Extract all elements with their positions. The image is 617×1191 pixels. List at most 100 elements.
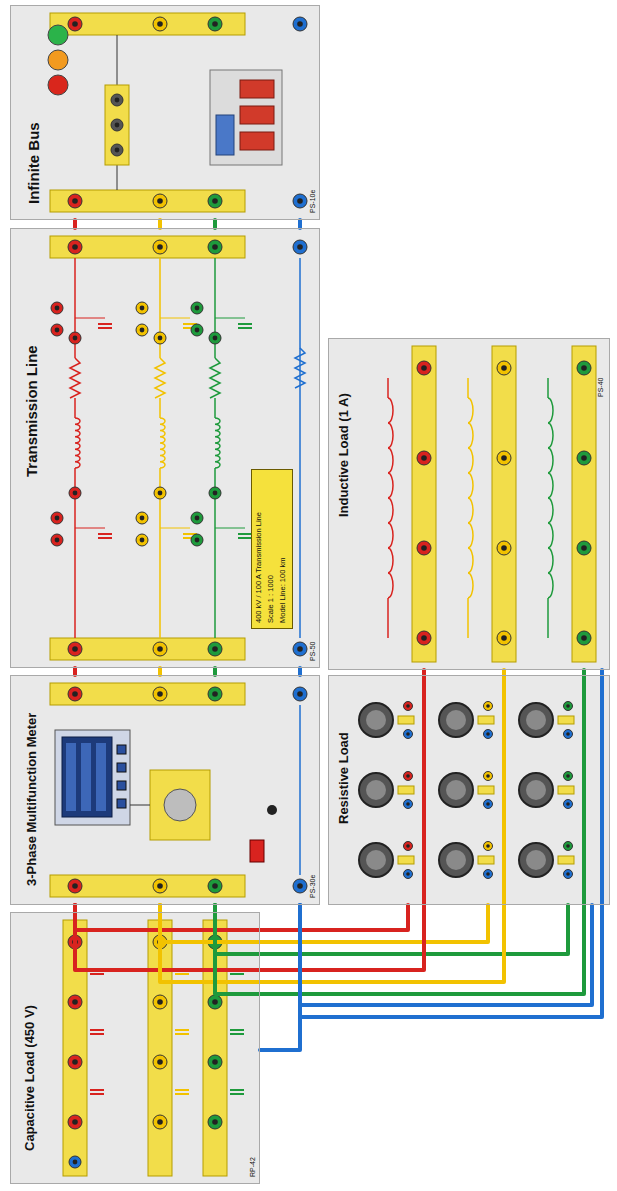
resistor-symbol bbox=[210, 358, 220, 398]
lamp-bulb bbox=[366, 850, 386, 870]
terminal-hole bbox=[406, 774, 410, 778]
terminal bbox=[69, 487, 81, 499]
terminal-hole bbox=[115, 148, 120, 153]
terminal bbox=[497, 631, 511, 645]
terminal bbox=[209, 332, 221, 344]
shunt-lead bbox=[215, 318, 245, 319]
terminal bbox=[153, 17, 167, 31]
terminal-hole bbox=[297, 691, 303, 697]
shunt-lead bbox=[215, 528, 245, 529]
terminal-hole bbox=[72, 883, 78, 889]
terminal bbox=[564, 800, 573, 809]
terminal bbox=[68, 17, 82, 31]
terminal bbox=[564, 772, 573, 781]
terminal-hole bbox=[115, 123, 120, 128]
terminal-hole bbox=[212, 21, 218, 27]
terminal bbox=[191, 324, 203, 336]
terminal-strip bbox=[50, 190, 245, 212]
terminal bbox=[209, 487, 221, 499]
circuit-breaker bbox=[210, 70, 282, 165]
lamp-bulb bbox=[526, 780, 546, 800]
lamp-switch bbox=[558, 786, 574, 794]
terminal bbox=[69, 332, 81, 344]
terminal bbox=[417, 631, 431, 645]
terminal bbox=[136, 302, 148, 314]
lamp-switch bbox=[558, 856, 574, 864]
patch-cable bbox=[160, 905, 488, 942]
terminal bbox=[208, 240, 222, 254]
terminal bbox=[497, 541, 511, 555]
terminal bbox=[68, 687, 82, 701]
panel-ground bbox=[328, 338, 610, 670]
terminal-strip bbox=[50, 13, 245, 35]
wire-bundle bbox=[75, 905, 300, 1050]
patch-cable bbox=[213, 220, 217, 228]
patch-cable bbox=[213, 668, 217, 675]
terminal bbox=[153, 1115, 167, 1129]
terminal bbox=[564, 842, 573, 851]
capacitor-symbol bbox=[90, 1089, 104, 1091]
terminal-hole bbox=[486, 802, 490, 806]
lamp bbox=[519, 703, 553, 737]
terminal-hole bbox=[55, 306, 60, 311]
panel-ground bbox=[10, 5, 320, 220]
terminal-hole bbox=[212, 1059, 218, 1065]
infinite-bus-panel: Infinite BusPS-10e bbox=[10, 5, 320, 220]
terminal-hole bbox=[581, 365, 587, 371]
terminal bbox=[484, 702, 493, 711]
inductor-symbol bbox=[468, 398, 473, 598]
terminal-hole bbox=[158, 491, 163, 496]
lamp-switch bbox=[558, 716, 574, 724]
terminal bbox=[208, 642, 222, 656]
shunt-lead bbox=[160, 528, 190, 529]
terminal bbox=[208, 17, 222, 31]
terminal-hole bbox=[406, 732, 410, 736]
terminal-strip bbox=[572, 346, 596, 662]
shunt-lead bbox=[75, 318, 105, 319]
terminal bbox=[293, 240, 307, 254]
terminal-hole bbox=[157, 646, 163, 652]
terminal bbox=[404, 870, 413, 879]
terminal bbox=[404, 730, 413, 739]
terminal bbox=[404, 772, 413, 781]
terminal bbox=[293, 194, 307, 208]
reset-knob bbox=[267, 805, 277, 815]
panel-title: Inductive Load (1 A) bbox=[337, 391, 352, 519]
lamp-bulb bbox=[366, 710, 386, 730]
breaker-label bbox=[216, 115, 234, 155]
terminal-hole bbox=[213, 491, 218, 496]
terminal-hole bbox=[212, 198, 218, 204]
terminal bbox=[208, 1115, 222, 1129]
terminal bbox=[577, 361, 591, 375]
shunt-lead bbox=[160, 318, 190, 319]
terminal-hole bbox=[486, 844, 490, 848]
terminal bbox=[497, 451, 511, 465]
terminal-hole bbox=[158, 336, 163, 341]
resistor-symbol bbox=[70, 358, 80, 398]
selector-plate bbox=[150, 770, 210, 840]
capacitor-symbol bbox=[98, 323, 112, 325]
terminal-hole bbox=[297, 646, 303, 652]
capacitor-symbol bbox=[238, 533, 252, 535]
lamp bbox=[359, 773, 393, 807]
terminal-hole bbox=[421, 635, 427, 641]
terminal bbox=[404, 800, 413, 809]
terminal-hole bbox=[486, 704, 490, 708]
terminal bbox=[68, 240, 82, 254]
lamp-switch bbox=[398, 856, 414, 864]
neutral-conductor bbox=[299, 705, 301, 875]
inductor-symbol bbox=[215, 418, 220, 468]
breaker-pole bbox=[240, 106, 274, 124]
patch-cable bbox=[215, 670, 584, 994]
terminal-hole bbox=[72, 244, 78, 250]
lamp-switch bbox=[398, 716, 414, 724]
panel-ground bbox=[328, 675, 610, 905]
terminal-hole bbox=[406, 802, 410, 806]
terminal-hole bbox=[406, 872, 410, 876]
terminal-strip bbox=[492, 346, 516, 662]
terminal-hole bbox=[195, 328, 200, 333]
lamp-bulb bbox=[366, 780, 386, 800]
patch-cable bbox=[298, 668, 302, 675]
meter-display bbox=[62, 737, 112, 817]
terminal-hole bbox=[157, 1119, 163, 1125]
